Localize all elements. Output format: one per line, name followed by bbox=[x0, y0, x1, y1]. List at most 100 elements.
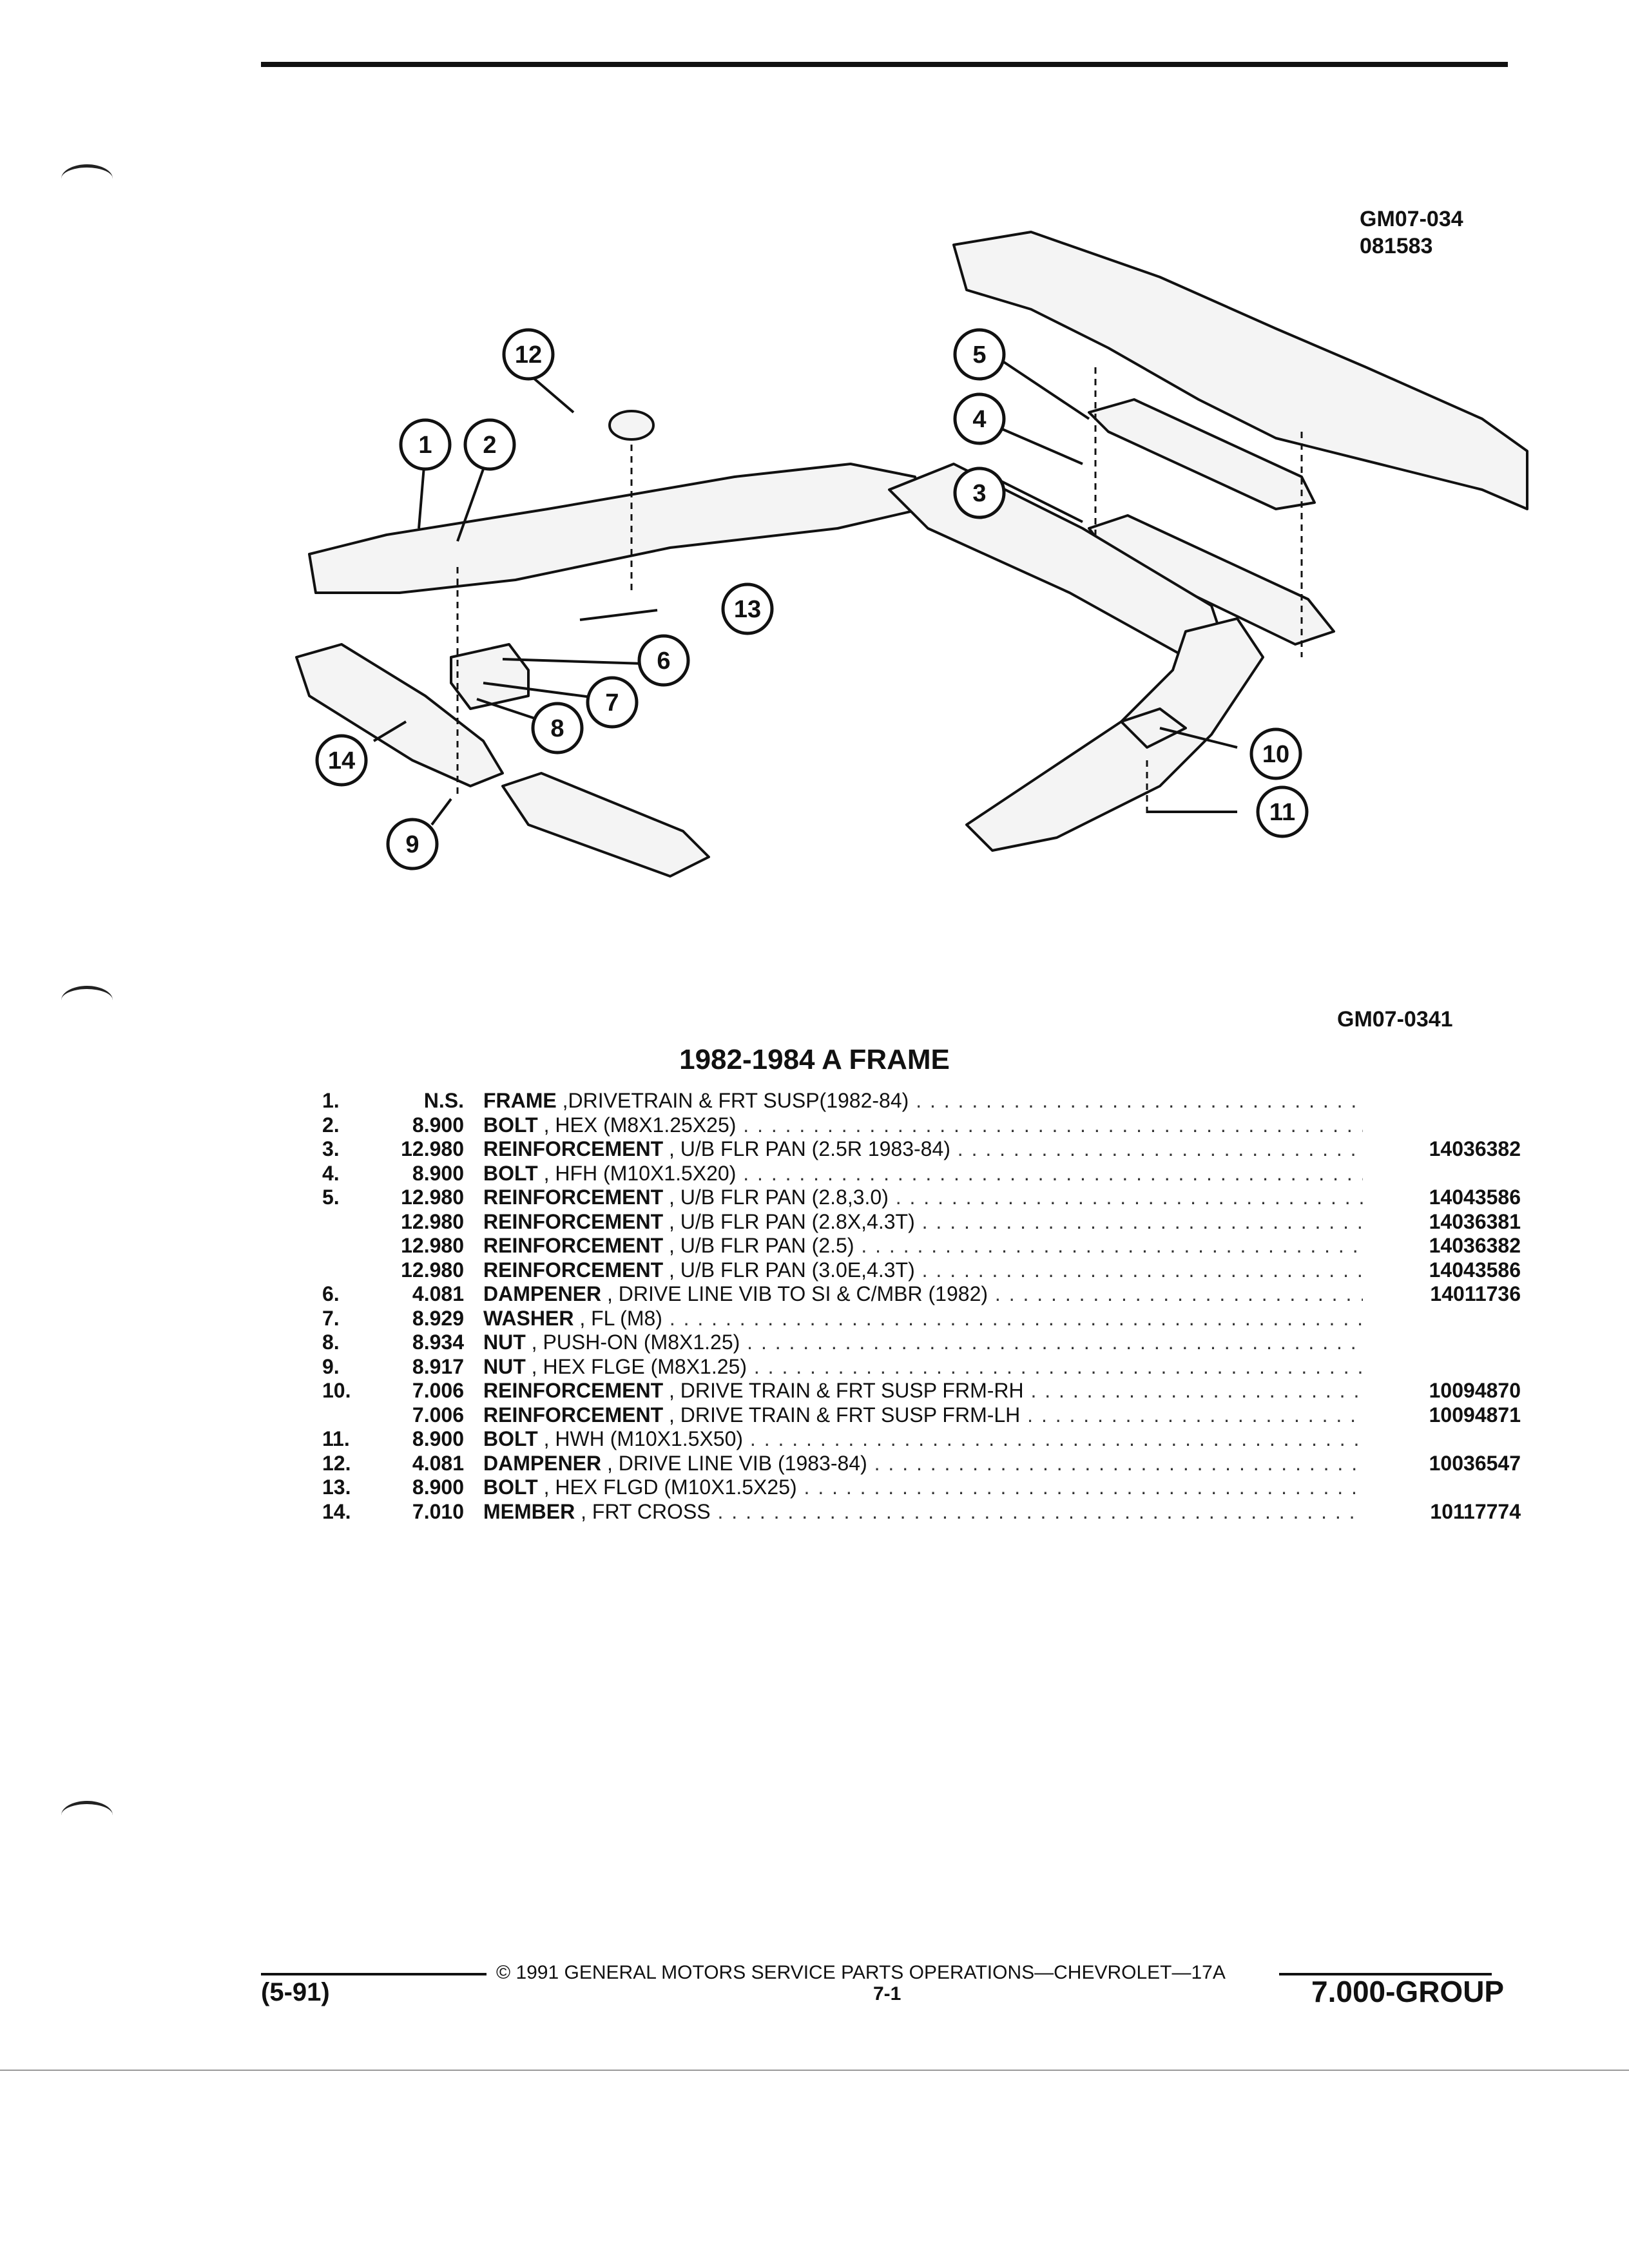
part-detail: , HFH (M10X1.5X20) bbox=[537, 1161, 737, 1185]
callout-12: 12 bbox=[502, 328, 555, 381]
part-name: REINFORCEMENT bbox=[483, 1209, 664, 1233]
dampener-6-outline bbox=[450, 643, 530, 710]
part-detail: , DRIVE LINE VIB TO SI & C/MBR (1982) bbox=[601, 1282, 988, 1305]
leader-dots: . . . . . . . . . . . . . . . . . . . . … bbox=[753, 1354, 1363, 1378]
callout-9: 9 bbox=[386, 818, 439, 870]
part-description: WASHER , FL (M8) . . . . . . . . . . . .… bbox=[483, 1307, 1363, 1331]
part-detail: , U/B FLR PAN (2.8X,4.3T) bbox=[663, 1209, 915, 1233]
part-number: 14036382 bbox=[1429, 1234, 1521, 1257]
part-description: NUT , HEX FLGE (M8X1.25) . . . . . . . .… bbox=[483, 1355, 1363, 1379]
group-code: 12.980 bbox=[401, 1258, 464, 1282]
svg-text:7: 7 bbox=[605, 689, 619, 716]
item-number: 4. bbox=[322, 1161, 340, 1185]
part-name: BOLT bbox=[483, 1427, 538, 1450]
page-number: 7-1 bbox=[873, 1983, 901, 2004]
item-number: 13. bbox=[322, 1475, 351, 1499]
item-number: 5. bbox=[322, 1186, 340, 1209]
item-number: 7. bbox=[322, 1306, 340, 1330]
part-description: REINFORCEMENT , DRIVE TRAIN & FRT SUSP F… bbox=[483, 1379, 1363, 1403]
svg-text:14: 14 bbox=[328, 747, 355, 774]
table-row: 14. 7.010 MEMBER , FRT CROSS . . . . . . .… bbox=[322, 1500, 1521, 1524]
leader-dots: . . . . . . . . . . . . . . . . . . . . … bbox=[1030, 1379, 1363, 1402]
part-description: NUT , PUSH-ON (M8X1.25) . . . . . . . . … bbox=[483, 1331, 1363, 1355]
part-description: BOLT , HFH (M10X1.5X20) . . . . . . . . … bbox=[483, 1162, 1363, 1186]
part-detail: , HEX FLGD (M10X1.5X25) bbox=[537, 1475, 797, 1499]
figure-code: GM07-034 bbox=[1360, 207, 1463, 231]
leader-dots: . . . . . . . . . . . . . . . . . . . . … bbox=[1027, 1403, 1363, 1427]
callout-1: 1 bbox=[399, 418, 452, 471]
item-number: 11. bbox=[322, 1427, 350, 1450]
group-code: 8.929 bbox=[412, 1306, 464, 1330]
leader-dots: . . . . . . . . . . . . . . . . . . . . … bbox=[895, 1186, 1363, 1209]
leader-dots: . . . . . . . . . . . . . . . . . . . . … bbox=[916, 1089, 1363, 1112]
part-name: REINFORCEMENT bbox=[483, 1137, 664, 1160]
leader-dots: . . . . . . . . . . . . . . . . . . . . … bbox=[861, 1234, 1363, 1257]
group-code: 8.900 bbox=[412, 1113, 464, 1137]
table-row: 1. N.S. FRAME ,DRIVETRAIN & FRT SUSP(1982-… bbox=[322, 1089, 1521, 1113]
callout-8: 8 bbox=[531, 702, 584, 754]
part-name: BOLT bbox=[483, 1475, 538, 1499]
parts-list: 1. N.S. FRAME ,DRIVETRAIN & FRT SUSP(1982-… bbox=[322, 1089, 1521, 1524]
part-name: REINFORCEMENT bbox=[483, 1379, 664, 1402]
part-number: 14036381 bbox=[1429, 1209, 1521, 1233]
leader-dots: . . . . . . . . . . . . . . . . . . . . … bbox=[749, 1427, 1363, 1450]
part-name: DAMPENER bbox=[483, 1282, 602, 1305]
binder-hole-mark bbox=[61, 986, 113, 1015]
group-number: 7.000-GROUP bbox=[1311, 1975, 1505, 2008]
item-number: 12. bbox=[322, 1451, 351, 1475]
part-name: REINFORCEMENT bbox=[483, 1258, 664, 1282]
scan-edge-line bbox=[0, 2070, 1629, 2071]
group-code: N.S. bbox=[423, 1089, 464, 1112]
leader-dots: . . . . . . . . . . . . . . . . . . . . … bbox=[874, 1451, 1363, 1475]
item-number: 8. bbox=[322, 1331, 340, 1354]
floor-pan-outline bbox=[952, 231, 1528, 510]
part-detail: , U/B FLR PAN (2.5) bbox=[663, 1234, 854, 1257]
footer-rule bbox=[1279, 1973, 1492, 1975]
part-detail: , PUSH-ON (M8X1.25) bbox=[525, 1331, 740, 1354]
part-detail: , HEX FLGE (M8X1.25) bbox=[525, 1354, 747, 1378]
table-row: 10. 7.006 REINFORCEMENT , DRIVE TRAIN & FR… bbox=[322, 1379, 1521, 1403]
binder-hole-mark bbox=[61, 1801, 113, 1830]
group-code: 7.006 bbox=[412, 1379, 464, 1402]
leader-dots: . . . . . . . . . . . . . . . . . . . . … bbox=[717, 1499, 1363, 1523]
page-title: 1982-1984 A FRAME bbox=[679, 1044, 950, 1075]
leader-dots: . . . . . . . . . . . . . . . . . . . . … bbox=[747, 1331, 1363, 1354]
svg-text:1: 1 bbox=[418, 432, 432, 459]
svg-text:8: 8 bbox=[550, 715, 564, 742]
leader-dots: . . . . . . . . . . . . . . . . . . . . … bbox=[804, 1475, 1363, 1499]
leader-dots: . . . . . . . . . . . . . . . . . . . . … bbox=[743, 1113, 1363, 1137]
svg-text:9: 9 bbox=[405, 831, 419, 858]
group-code: 8.934 bbox=[412, 1331, 464, 1354]
callout-14: 14 bbox=[315, 734, 368, 787]
group-code: 7.010 bbox=[412, 1499, 464, 1523]
part-detail: , U/B FLR PAN (2.5R 1983-84) bbox=[663, 1137, 950, 1160]
binder-hole-mark bbox=[61, 164, 113, 193]
item-number: 3. bbox=[322, 1137, 340, 1160]
leader-dots: . . . . . . . . . . . . . . . . . . . . … bbox=[921, 1258, 1363, 1282]
revision-date: (5-91) bbox=[261, 1978, 330, 2006]
part-description: REINFORCEMENT , U/B FLR PAN (3.0E,4.3T) … bbox=[483, 1258, 1363, 1283]
item-number: 10. bbox=[322, 1379, 351, 1402]
leader-dots: . . . . . . . . . . . . . . . . . . . . … bbox=[669, 1306, 1363, 1330]
part-name: MEMBER bbox=[483, 1499, 575, 1523]
part-detail: , FRT CROSS bbox=[575, 1499, 711, 1523]
item-number: 6. bbox=[322, 1282, 340, 1305]
part-number: 14043586 bbox=[1429, 1258, 1521, 1282]
callout-3: 3 bbox=[953, 466, 1006, 519]
copyright-notice: © 1991 GENERAL MOTORS SERVICE PARTS OPER… bbox=[496, 1962, 1226, 1983]
callout-7: 7 bbox=[586, 676, 639, 729]
callout-13: 13 bbox=[721, 582, 774, 635]
part-detail: , DRIVE TRAIN & FRT SUSP FRM-RH bbox=[663, 1379, 1024, 1402]
item-number: 14. bbox=[322, 1499, 351, 1523]
item-number: 1. bbox=[322, 1089, 340, 1112]
part-description: FRAME ,DRIVETRAIN & FRT SUSP(1982-84) . … bbox=[483, 1089, 1363, 1113]
part-name: FRAME bbox=[483, 1089, 557, 1112]
